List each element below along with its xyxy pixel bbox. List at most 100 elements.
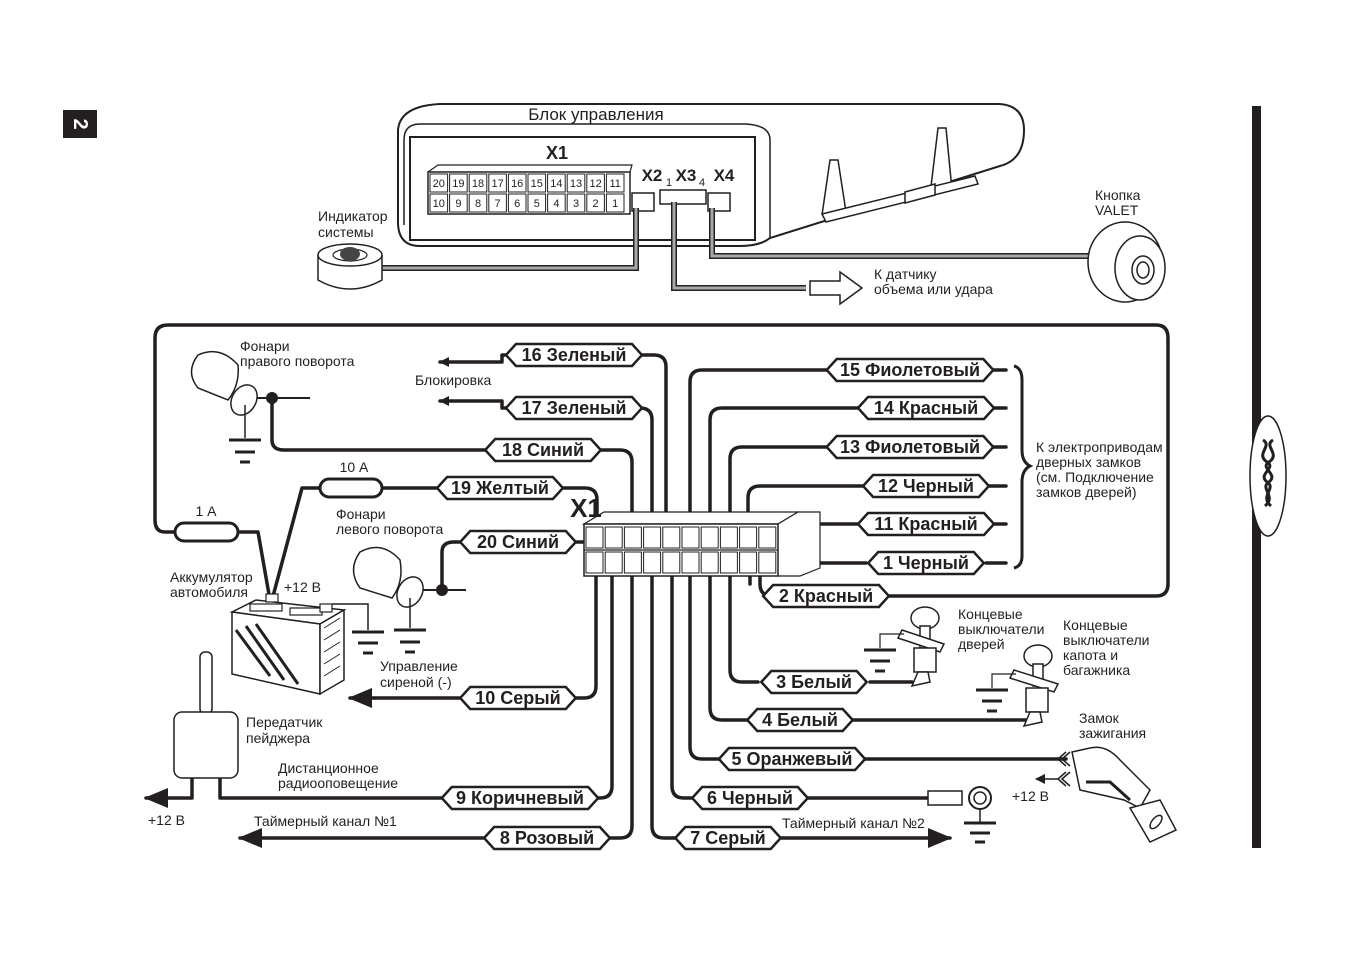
wire-label-16: 16 Зеленый — [504, 342, 644, 368]
pager-label-2: пейджера — [246, 730, 310, 746]
wire-tag-shape — [504, 342, 644, 368]
unit-pin-cell — [488, 173, 507, 193]
wire-tag-shape — [483, 437, 603, 463]
wire-tag-text: 4 Белый — [762, 710, 838, 730]
x1-cell — [643, 551, 662, 574]
wire-label-17: 17 Зеленый — [504, 395, 644, 421]
battery-label-1: Аккумулятор — [170, 569, 253, 585]
wire-tag-shape — [440, 785, 600, 811]
door-switch-label-2: выключатели — [958, 621, 1044, 637]
unit-pin-number: 19 — [452, 178, 464, 190]
unit-pin-number: 16 — [511, 178, 523, 190]
ignition-switch-icon — [1035, 746, 1178, 843]
x2-subscript: 1 — [666, 177, 672, 189]
wire-tag-shape — [717, 746, 867, 772]
unit-pin-cell — [586, 193, 605, 213]
wire-label-13: 13 Фиолетовый — [825, 434, 995, 460]
wire-label-2: 2 Красный — [761, 583, 891, 609]
unit-pin-cell — [429, 193, 449, 213]
wire-label-5: 5 Оранжевый — [717, 746, 867, 772]
unit-pin-cell — [507, 173, 527, 193]
unit-pin-cell — [449, 193, 468, 213]
wire-label-20: 20 Синий — [458, 529, 578, 555]
wire-label-15: 15 Фиолетовый — [825, 357, 995, 383]
wire-tag-text: 7 Серый — [690, 828, 765, 848]
unit-pin-cell — [429, 173, 449, 193]
unit-pin-cell — [566, 173, 586, 193]
door-locks-label-2: дверных замков — [1036, 454, 1141, 470]
unit-pin-number: 4 — [553, 198, 559, 210]
unit-pin-cell — [488, 193, 507, 213]
door-switch-icon — [864, 606, 946, 688]
wire-label-3: 3 Белый — [759, 669, 869, 695]
x1-cell — [681, 526, 700, 549]
unit-pin-number: 17 — [491, 178, 503, 190]
wire-tag-text: 13 Фиолетовый — [840, 437, 980, 457]
wire-tag-shape — [866, 550, 986, 576]
hood-trunk-switch-icon — [976, 644, 1060, 728]
ignition-label-1: Замок — [1079, 710, 1120, 726]
unit-pin-number: 2 — [593, 198, 599, 210]
wire-labels: 16 Зеленый 17 Зеленый 18 Синий 19 Желтый 20 … — [435, 342, 996, 851]
indicator-label-1: Индикатор — [318, 208, 388, 224]
wire-tag-text: 2 Красный — [779, 586, 873, 606]
wire-label-8: 8 Розовый — [482, 825, 612, 851]
x1-cell — [604, 551, 623, 574]
door-locks-label-4: замков дверей) — [1036, 484, 1137, 500]
unit-pin-cell — [527, 193, 547, 213]
x4-label: X4 — [714, 166, 735, 185]
wire-label-1: 1 Черный — [866, 550, 986, 576]
unit-pin-number: 5 — [534, 198, 540, 210]
wire-tag-text: 19 Желтый — [451, 478, 549, 498]
hood-switch-label-1: Концевые — [1063, 617, 1128, 633]
battery-label-2: автомобиля — [170, 584, 248, 600]
x1-cell — [719, 551, 738, 574]
wire-label-6: 6 Черный — [690, 785, 810, 811]
x4-connector — [707, 192, 731, 212]
unit-pin-cell — [468, 173, 488, 193]
wire-label-14: 14 Красный — [856, 395, 996, 421]
system-indicator-led — [317, 243, 383, 290]
x2-label: X2 — [642, 166, 663, 185]
unit-pin-cell — [605, 193, 625, 213]
unit-pin-number: 3 — [573, 198, 579, 210]
indicator-label-2: системы — [318, 224, 374, 240]
x1-cell — [758, 551, 777, 574]
wire-tag-text: 18 Синий — [502, 440, 584, 460]
pager-transmitter-icon — [173, 651, 239, 779]
door-locks-label-3: (см. Подключение — [1036, 469, 1154, 485]
valet-label-1: Кнопка — [1095, 187, 1141, 203]
x1-cell — [739, 526, 758, 549]
unit-pin-number: 10 — [433, 198, 445, 210]
wire-tag-text: 16 Зеленый — [522, 345, 627, 365]
hood-switch-label-2: выключатели — [1063, 632, 1149, 648]
x1-cell — [623, 551, 642, 574]
wire-label-9: 9 Коричневый — [440, 785, 600, 811]
x1-cell — [758, 526, 777, 549]
x1-cell — [681, 551, 700, 574]
wire-tag-shape — [673, 825, 783, 851]
x1-cell — [643, 526, 662, 549]
wire-label-19: 19 Желтый — [435, 475, 565, 501]
fuse-1a — [173, 521, 240, 543]
siren-label-2: сиреной (-) — [380, 674, 452, 690]
page-number: 2 — [69, 118, 91, 129]
wire-tag-shape — [504, 395, 644, 421]
lock-label: Блокировка — [415, 372, 492, 388]
fuse-10a-label: 10 А — [340, 459, 369, 475]
unit-pin-cell — [586, 173, 605, 193]
wire-tag-shape — [761, 583, 891, 609]
wire-tag-shape — [856, 395, 996, 421]
left-turn-lamp-icon — [352, 546, 426, 654]
wire-tag-text: 17 Зеленый — [522, 398, 627, 418]
wire-tag-shape — [745, 707, 855, 733]
wire-tag-text: 3 Белый — [776, 672, 852, 692]
wire-label-4: 4 Белый — [745, 707, 855, 733]
x1-cell — [719, 526, 738, 549]
wire-tag-shape — [690, 785, 810, 811]
wire-tag-text: 15 Фиолетовый — [840, 360, 980, 380]
x3-label: X3 — [676, 166, 697, 185]
valet-button — [1087, 221, 1166, 303]
x3-subscript: 4 — [699, 177, 705, 189]
